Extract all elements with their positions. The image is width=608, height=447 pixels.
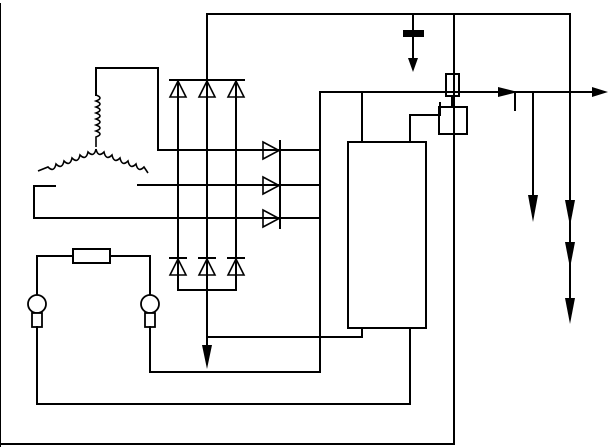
ground-icon [403, 13, 424, 72]
arrow-icon [528, 195, 538, 222]
rectifier-bridge [177, 79, 237, 291]
output-wires [465, 13, 601, 311]
field-diodes [262, 140, 281, 229]
diode-icon [197, 79, 217, 101]
diode-icon [197, 257, 217, 276]
diode-icon [168, 79, 188, 98]
upper-diodes [168, 79, 246, 101]
arrow-icon [592, 87, 608, 97]
arrow-icon [498, 87, 518, 97]
lamp-icon [27, 294, 47, 328]
diode-icon [226, 257, 246, 276]
frame-wires [0, 3, 571, 447]
arrow-icon [565, 200, 575, 226]
lamp-icon [140, 294, 160, 328]
lamp-circuit [27, 248, 411, 405]
voltage-regulator [206, 91, 499, 405]
sensor-icon [438, 73, 468, 135]
diode-icon [168, 257, 188, 276]
diode-icon [226, 79, 246, 98]
arrows [202, 87, 608, 369]
arrow-icon [202, 345, 212, 369]
arrow-icon [565, 242, 575, 268]
lower-diodes [168, 257, 246, 276]
resistor-icon [72, 248, 111, 264]
arrow-icon [565, 298, 575, 324]
